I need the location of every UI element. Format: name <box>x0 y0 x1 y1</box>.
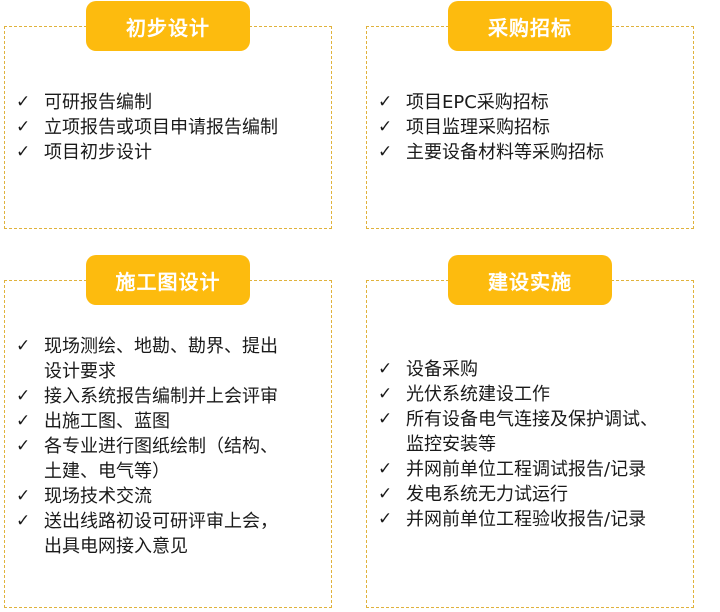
list-item-text: 立项报告或项目申请报告编制 <box>44 117 278 138</box>
section-items-construction-implementation: ✓ 设备采购 ✓ 光伏系统建设工作 ✓ 所有设备电气连接及保护调试、 监控安装等 ✓ 并网前单… <box>376 357 694 532</box>
list-item: ✓ 设备采购 <box>376 357 694 382</box>
checkmark-icon: ✓ <box>16 511 31 531</box>
list-item: ✓ 可研报告编制 <box>14 90 330 115</box>
checkmark-icon: ✓ <box>16 486 31 506</box>
list-item: ✓ 立项报告或项目申请报告编制 <box>14 115 330 140</box>
section-title-construction-implementation: 建设实施 <box>448 255 612 305</box>
checkmark-icon: ✓ <box>378 142 393 162</box>
checkmark-icon: ✓ <box>378 484 393 504</box>
list-item: ✓ 接入系统报告编制并上会评审 <box>14 384 330 409</box>
section-title-preliminary-design: 初步设计 <box>86 1 250 51</box>
list-item-text: 现场测绘、地勘、勘界、提出 设计要求 <box>44 336 278 382</box>
list-item: ✓ 送出线路初设可研评审上会， 出具电网接入意见 <box>14 509 330 559</box>
checkmark-icon: ✓ <box>16 386 31 406</box>
list-item-text: 项目监理采购招标 <box>406 117 550 138</box>
checkmark-icon: ✓ <box>378 359 393 379</box>
checkmark-icon: ✓ <box>378 459 393 479</box>
checkmark-icon: ✓ <box>378 117 393 137</box>
list-item-text: 送出线路初设可研评审上会， 出具电网接入意见 <box>44 511 278 557</box>
list-item: ✓ 出施工图、蓝图 <box>14 409 330 434</box>
checkmark-icon: ✓ <box>16 142 31 162</box>
list-item-text: 项目初步设计 <box>44 142 152 163</box>
list-item-text: 设备采购 <box>406 359 478 380</box>
list-item-text: 各专业进行图纸绘制（结构、 土建、电气等） <box>44 436 278 482</box>
list-item-text: 所有设备电气连接及保护调试、 监控安装等 <box>406 409 658 455</box>
list-item: ✓ 项目监理采购招标 <box>376 115 694 140</box>
list-item-text: 并网前单位工程验收报告/记录 <box>406 509 647 530</box>
section-title-procurement-bidding: 采购招标 <box>448 1 612 51</box>
list-item: ✓ 现场技术交流 <box>14 484 330 509</box>
section-items-preliminary-design: ✓ 可研报告编制 ✓ 立项报告或项目申请报告编制 ✓ 项目初步设计 <box>14 90 330 165</box>
checkmark-icon: ✓ <box>378 384 393 404</box>
list-item: ✓ 主要设备材料等采购招标 <box>376 140 694 165</box>
list-item: ✓ 现场测绘、地勘、勘界、提出 设计要求 <box>14 334 330 384</box>
list-item: ✓ 并网前单位工程验收报告/记录 <box>376 507 694 532</box>
checkmark-icon: ✓ <box>16 117 31 137</box>
list-item-text: 出施工图、蓝图 <box>44 411 170 432</box>
list-item: ✓ 各专业进行图纸绘制（结构、 土建、电气等） <box>14 434 330 484</box>
checkmark-icon: ✓ <box>378 509 393 529</box>
list-item-text: 光伏系统建设工作 <box>406 384 550 405</box>
list-item: ✓ 项目EPC采购招标 <box>376 90 694 115</box>
list-item-text: 并网前单位工程调试报告/记录 <box>406 459 647 480</box>
checkmark-icon: ✓ <box>16 411 31 431</box>
list-item-text: 现场技术交流 <box>44 486 152 507</box>
section-title-construction-drawing-design: 施工图设计 <box>86 255 250 305</box>
section-items-construction-drawing-design: ✓ 现场测绘、地勘、勘界、提出 设计要求 ✓ 接入系统报告编制并上会评审 ✓ 出施工图、蓝… <box>14 334 330 559</box>
list-item: ✓ 并网前单位工程调试报告/记录 <box>376 457 694 482</box>
checkmark-icon: ✓ <box>378 409 393 429</box>
section-items-procurement-bidding: ✓ 项目EPC采购招标 ✓ 项目监理采购招标 ✓ 主要设备材料等采购招标 <box>376 90 694 165</box>
checkmark-icon: ✓ <box>16 92 31 112</box>
list-item-text: 项目EPC采购招标 <box>406 92 549 113</box>
list-item-text: 主要设备材料等采购招标 <box>406 142 604 163</box>
checkmark-icon: ✓ <box>16 436 31 456</box>
checkmark-icon: ✓ <box>16 336 31 356</box>
list-item: ✓ 项目初步设计 <box>14 140 330 165</box>
list-item: ✓ 发电系统无力试运行 <box>376 482 694 507</box>
checkmark-icon: ✓ <box>378 92 393 112</box>
list-item: ✓ 所有设备电气连接及保护调试、 监控安装等 <box>376 407 694 457</box>
list-item-text: 可研报告编制 <box>44 92 152 113</box>
list-item: ✓ 光伏系统建设工作 <box>376 382 694 407</box>
list-item-text: 接入系统报告编制并上会评审 <box>44 386 278 407</box>
list-item-text: 发电系统无力试运行 <box>406 484 568 505</box>
